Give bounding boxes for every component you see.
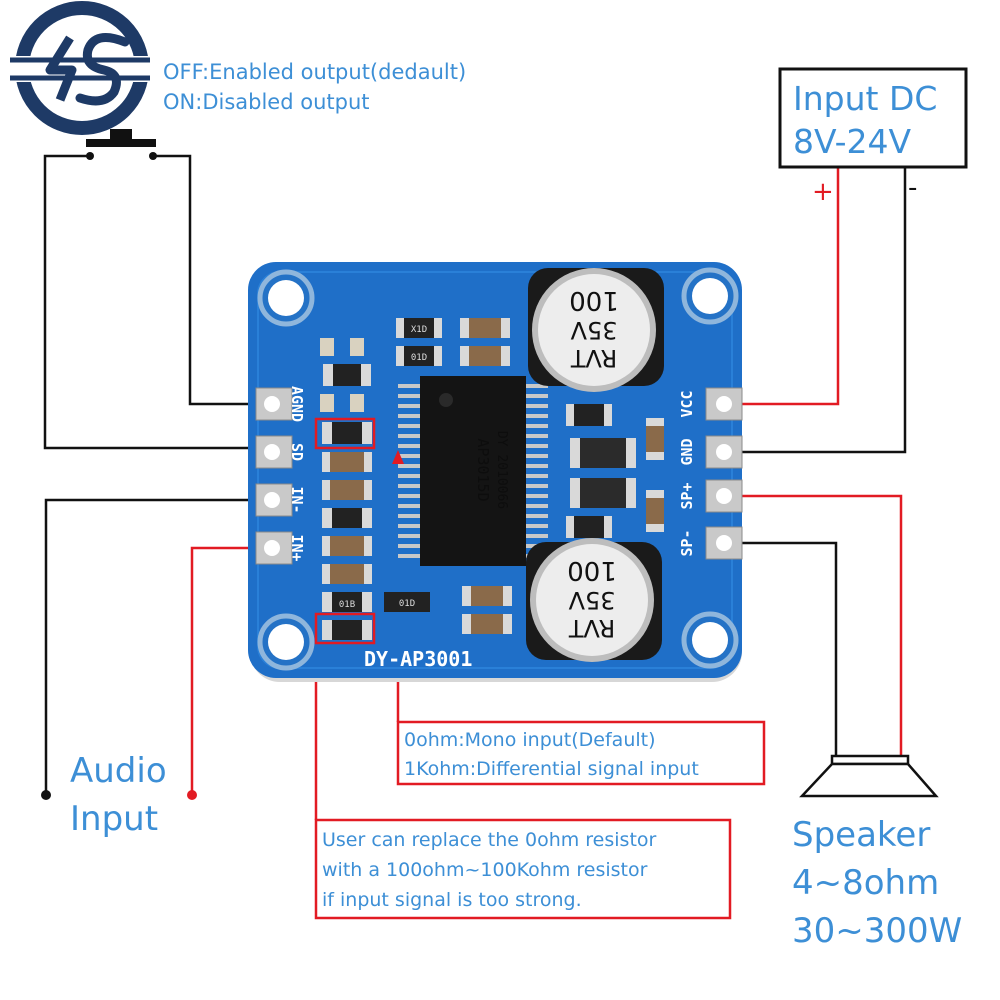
cap-bottom-line2: 35V: [568, 586, 616, 614]
smd-resistor-01d-bottom: [384, 592, 430, 612]
capacitor-top: RVT 35V 100: [528, 268, 664, 392]
speaker-icon: [799, 754, 939, 798]
smd-label-x1d: X1D: [411, 325, 427, 335]
callout-arrow-icon: [392, 450, 404, 464]
pin-label-in-minus: IN-: [288, 486, 306, 513]
cap-top-line1: RVT: [570, 344, 617, 372]
resistor-highlight-gain: [314, 612, 376, 645]
pin-label-sp-minus: SP-: [678, 529, 696, 556]
chip-marking-1: AP3015D: [474, 438, 492, 501]
replace-note-box: [314, 818, 732, 920]
push-switch-icon: [86, 129, 157, 160]
capacitor-bottom: RVT 35V 100: [526, 538, 662, 662]
top-smd-parts: [396, 318, 510, 366]
speaker-power: 30~300W: [792, 911, 962, 951]
speaker-label: Speaker: [792, 815, 930, 855]
speaker-impedance: 4~8ohm: [792, 863, 939, 903]
resistor-note-box: [396, 720, 766, 786]
switch-note-on: ON:Disabled output: [163, 90, 369, 114]
right-smd-parts: [566, 404, 664, 538]
cap-bottom-line3: 100: [567, 555, 617, 585]
input-dc-title: Input DC: [793, 79, 937, 118]
cap-bottom-line1: RVT: [568, 614, 615, 642]
smd-label-01d-top: 01D: [411, 353, 427, 363]
mounting-holes: [257, 267, 739, 671]
resistor-note-mono: 0ohm:Mono input(Default): [404, 729, 656, 751]
signal-s-logo-icon: [8, 1, 158, 135]
smd-resistor-column: [320, 338, 372, 640]
board-name: DY-AP3001: [364, 647, 472, 671]
input-dc-box: [778, 67, 968, 169]
resistor-note-diff: 1Kohm:Differential signal input: [404, 758, 699, 780]
right-pads: [705, 387, 743, 560]
smd-label-01d-bottom: 01D: [399, 599, 415, 609]
pin-label-in-plus: IN+: [288, 534, 306, 561]
pin-label-sp-plus: SP+: [678, 482, 696, 509]
replace-note-line3: if input signal is too strong.: [322, 889, 582, 911]
amplifier-chip: AP3015D DY 2010066: [398, 376, 548, 566]
pcb-board: AGND SD IN- IN+ VCC GND SP+ SP- 01B 01D: [248, 262, 743, 682]
replace-note-line1: User can replace the 0ohm resistor: [322, 829, 657, 851]
chip-marking-2: DY 2010066: [494, 431, 509, 509]
replace-note-line2: with a 100ohm~100Kohm resistor: [322, 859, 648, 881]
cap-top-line3: 100: [569, 285, 619, 315]
cap-top-line2: 35V: [570, 316, 618, 344]
smd-label-01b: 01B: [339, 600, 355, 610]
left-pads: [255, 387, 293, 565]
audio-plus-terminal: [187, 790, 197, 800]
pin-label-vcc: VCC: [678, 390, 696, 417]
audio-input-label-2: Input: [70, 799, 158, 839]
bottom-smd-parts: [462, 586, 512, 634]
resistor-highlight-mono: [314, 417, 376, 450]
input-dc-range: 8V-24V: [793, 122, 912, 161]
audio-input-label-1: Audio: [70, 751, 167, 791]
pin-label-agnd: AGND: [288, 386, 306, 422]
switch-note-off: OFF:Enabled output(dedault): [163, 60, 466, 84]
audio-minus-terminal: [41, 790, 51, 800]
pin-label-gnd: GND: [678, 438, 696, 465]
pin-label-sd: SD: [288, 443, 306, 461]
input-dc-minus: -: [908, 173, 917, 203]
input-dc-plus: +: [812, 177, 834, 207]
